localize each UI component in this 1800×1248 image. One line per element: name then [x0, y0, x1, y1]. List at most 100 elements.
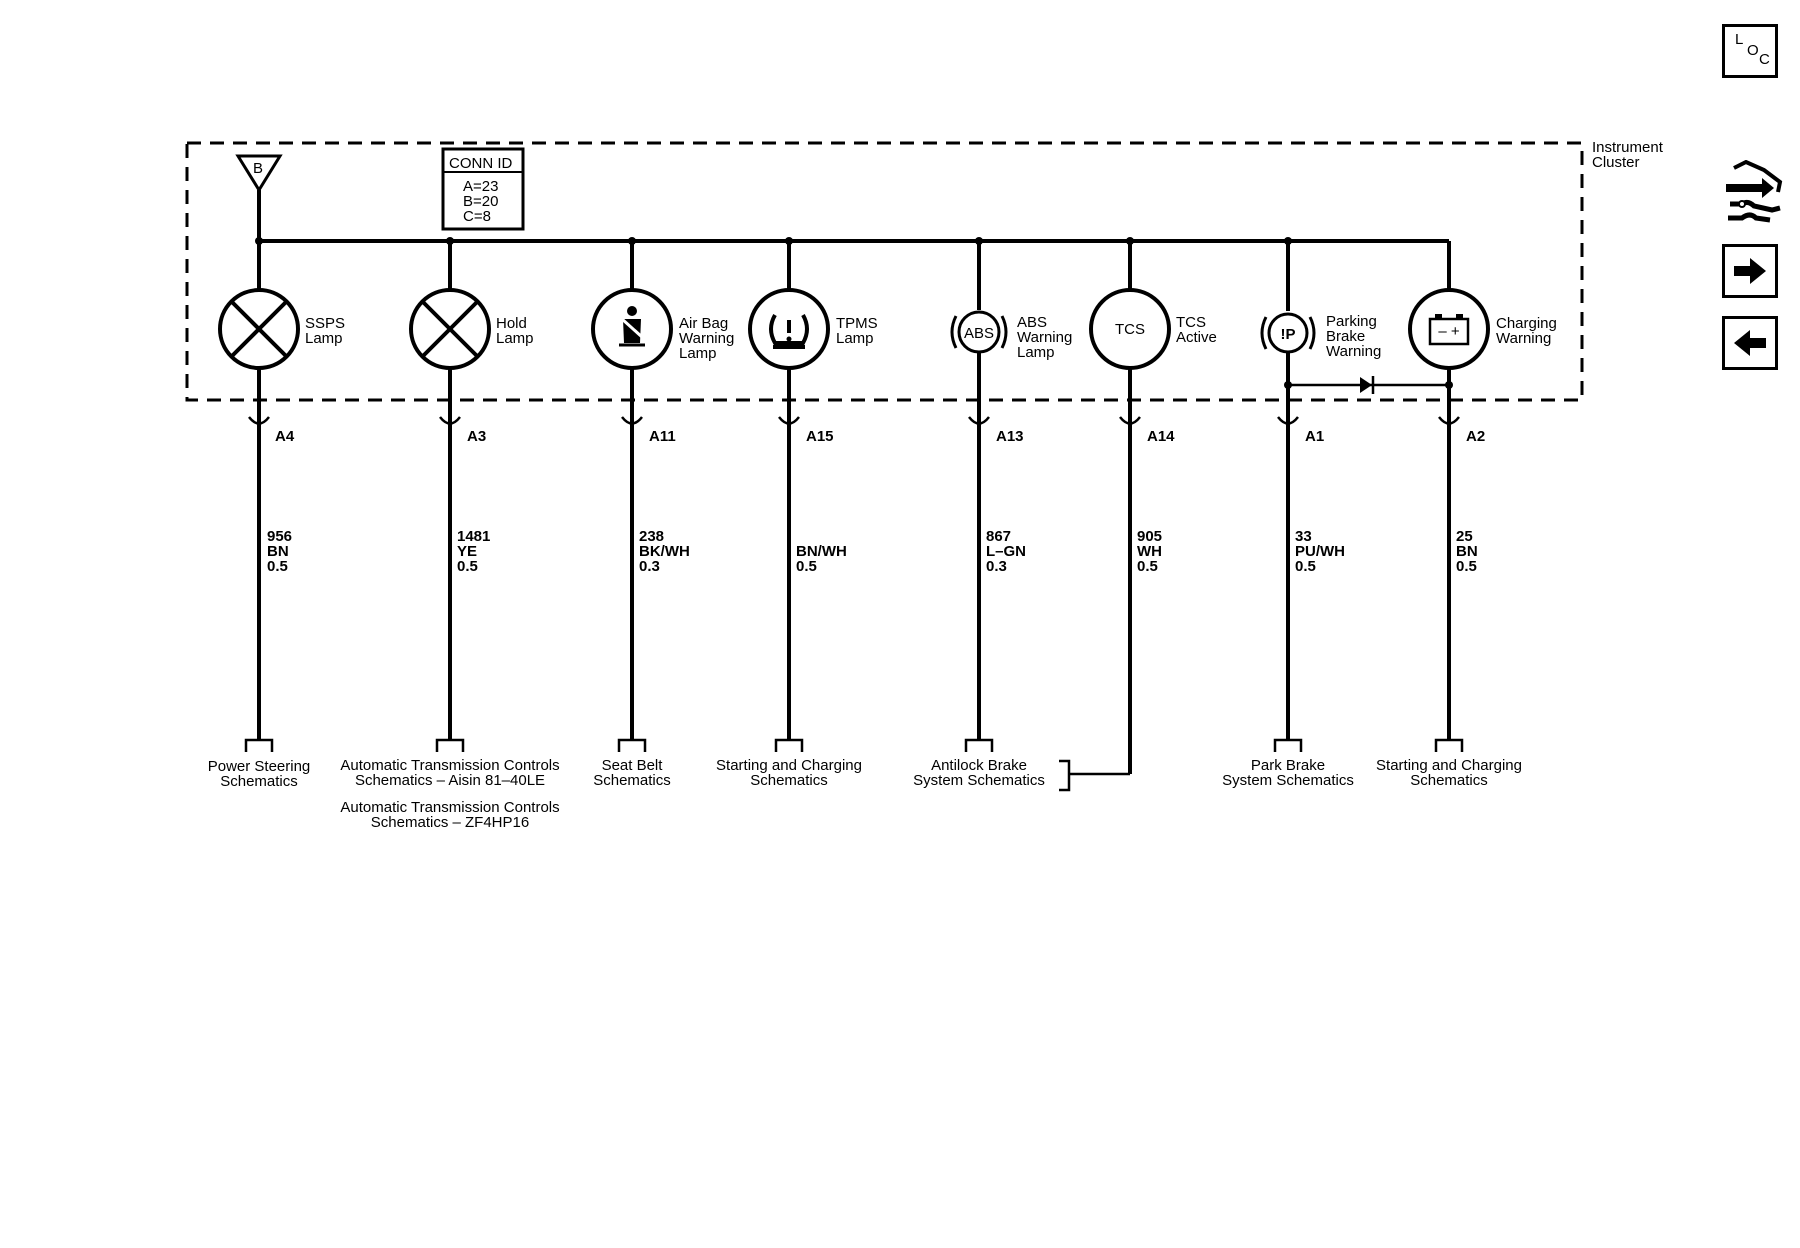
- destination-connector-icon: [1434, 738, 1464, 752]
- parkbrake-pin: A1: [1305, 428, 1324, 445]
- forward-button[interactable]: [1722, 244, 1778, 298]
- abs-warning-icon: ABS: [950, 310, 1008, 354]
- circuit-airbag: Air Bag Warning Lamp A11 238 BK/WH 0.3 S…: [591, 237, 734, 789]
- hold-destination-alt-2: Schematics – ZF4HP16: [371, 814, 529, 831]
- destination-connector-icon: [1273, 738, 1303, 752]
- loc-letter-o: O: [1747, 42, 1759, 59]
- conn-id-line-a: A=23: [463, 178, 498, 195]
- tcs-label-2: Active: [1176, 329, 1217, 346]
- circuit-parkbrake: !P Parking Brake Warning A1 33 PU/WH 0.5…: [1222, 237, 1381, 789]
- conn-id-title: CONN ID: [449, 155, 513, 172]
- back-button[interactable]: [1722, 316, 1778, 370]
- abs-lamp-label-3: Lamp: [1017, 344, 1055, 361]
- svg-text:B: B: [253, 160, 263, 177]
- hold-wire-number: 1481: [457, 528, 490, 545]
- connector-pin-icon: [1438, 416, 1460, 425]
- charging-wire-color: BN: [1456, 543, 1478, 560]
- arrow-left-icon: [1734, 330, 1766, 356]
- battery-power-symbol: B: [235, 154, 283, 193]
- destination-connector-icon: [964, 738, 994, 752]
- parkbrake-label-2: Brake: [1326, 328, 1365, 345]
- wiring-tool-button[interactable]: [1720, 160, 1786, 230]
- circuit-ssps: SSPS Lamp A4 956 BN 0.5 Power Steering S…: [208, 237, 345, 790]
- wiring-tool-icon: [1726, 160, 1783, 223]
- module-name-line2: Cluster: [1592, 154, 1640, 171]
- ssps-destination-2: Schematics: [220, 773, 298, 790]
- tpms-wire-size: 0.5: [796, 558, 817, 575]
- tire-pressure-icon: [769, 314, 809, 349]
- parkbrake-label-3: Warning: [1326, 343, 1381, 360]
- conn-id-box: CONN ID A=23 B=20 C=8: [441, 147, 525, 231]
- ssps-wire-number: 956: [267, 528, 292, 545]
- hold-wire-size: 0.5: [457, 558, 478, 575]
- tpms-destination-1: Starting and Charging: [716, 757, 862, 774]
- battery-icon: – +: [1428, 314, 1470, 346]
- parkbrake-wire-size: 0.5: [1295, 558, 1316, 575]
- hold-destination-1: Automatic Transmission Controls: [340, 757, 559, 774]
- charging-label-1: Charging: [1496, 315, 1557, 332]
- charging-wire-number: 25: [1456, 528, 1473, 545]
- ssps-destination-1: Power Steering: [208, 758, 311, 775]
- abs-pin: A13: [996, 428, 1024, 445]
- airbag-wire-size: 0.3: [639, 558, 660, 575]
- circuit-charging: – + Charging Warning A2 25 BN 0.5 Starti…: [1376, 288, 1557, 789]
- tcs-wire-size: 0.5: [1137, 558, 1158, 575]
- parkbrake-destination-2: System Schematics: [1222, 772, 1354, 789]
- loc-letter-c: C: [1759, 51, 1770, 68]
- ssps-lamp-label-2: Lamp: [305, 330, 343, 347]
- connector-pin-icon: [621, 416, 643, 425]
- connector-pin-icon: [778, 416, 800, 425]
- charging-pin: A2: [1466, 428, 1485, 445]
- hold-lamp-label-2: Lamp: [496, 330, 534, 347]
- destination-connector-icon: [244, 738, 274, 752]
- location-button[interactable]: L O C: [1722, 24, 1778, 78]
- airbag-wire-color: BK/WH: [639, 543, 690, 560]
- circuit-abs: ABS ABS Warning Lamp A13 867 L–GN 0.3 An…: [913, 237, 1072, 792]
- connector-pin-icon: [248, 416, 270, 425]
- svg-text:– +: – +: [1438, 323, 1460, 340]
- tcs-wire-color: WH: [1137, 543, 1162, 560]
- conn-id-line-c: C=8: [463, 208, 491, 225]
- circuit-tcs: TCS TCS Active A14 905 WH 0.5: [1069, 237, 1217, 776]
- tpms-wire-color: BN/WH: [796, 543, 847, 560]
- ssps-wire-color: BN: [267, 543, 289, 560]
- tcs-wire-number: 905: [1137, 528, 1162, 545]
- destination-bracket: [1059, 759, 1071, 792]
- connector-pin-icon: [968, 416, 990, 425]
- instrument-cluster-boundary: [185, 141, 1584, 402]
- tpms-destination-2: Schematics: [750, 772, 828, 789]
- airbag-lamp-label-2: Warning: [679, 330, 734, 347]
- loc-letter-l: L: [1735, 31, 1744, 48]
- ssps-lamp-label-1: SSPS: [305, 315, 345, 332]
- charging-destination-2: Schematics: [1410, 772, 1488, 789]
- tpms-lamp-label-1: TPMS: [836, 315, 878, 332]
- destination-connector-icon: [617, 738, 647, 752]
- arrow-right-icon: [1734, 258, 1766, 284]
- airbag-pin: A11: [649, 428, 676, 445]
- tpms-lamp-label-2: Lamp: [836, 330, 874, 347]
- tcs-label-1: TCS: [1176, 314, 1206, 331]
- abs-wire-number: 867: [986, 528, 1011, 545]
- parkbrake-wire-color: PU/WH: [1295, 543, 1345, 560]
- svg-text:TCS: TCS: [1115, 321, 1145, 338]
- circuit-hold: Hold Lamp A3 1481 YE 0.5 Automatic Trans…: [340, 237, 560, 831]
- abs-destination-1: Antilock Brake: [931, 757, 1027, 774]
- abs-wire-size: 0.3: [986, 558, 1007, 575]
- airbag-lamp-label-1: Air Bag: [679, 315, 728, 332]
- parkbrake-destination-1: Park Brake: [1251, 757, 1325, 774]
- svg-text:ABS: ABS: [964, 325, 994, 342]
- hold-lamp-label-1: Hold: [496, 315, 527, 332]
- tcs-pin: A14: [1147, 428, 1175, 445]
- charging-destination-1: Starting and Charging: [1376, 757, 1522, 774]
- hold-destination-2: Schematics – Aisin 81–40LE: [355, 772, 545, 789]
- destination-connector-icon: [435, 738, 465, 752]
- charging-label-2: Warning: [1496, 330, 1551, 347]
- module-name-line1: Instrument: [1592, 139, 1664, 156]
- diode-icon: [1360, 377, 1372, 393]
- airbag-destination-1: Seat Belt: [602, 757, 664, 774]
- circuit-tpms: TPMS Lamp A15 BN/WH 0.5 Starting and Cha…: [716, 237, 878, 789]
- hold-wire-color: YE: [457, 543, 477, 560]
- connector-pin-icon: [1277, 416, 1299, 425]
- ssps-wire-size: 0.5: [267, 558, 288, 575]
